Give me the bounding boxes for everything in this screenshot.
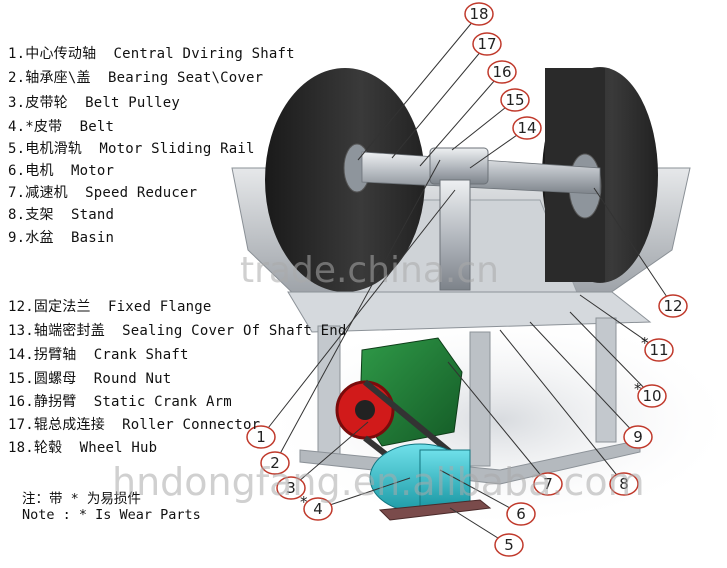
motor-sliding-rail	[378, 499, 492, 521]
callout-circle	[623, 425, 653, 449]
legend-item: 4.*皮带 Belt	[8, 119, 115, 135]
callout-circle	[658, 294, 688, 318]
callout-label: 4	[313, 500, 323, 518]
legend-item: 3.皮带轮 Belt Pulley	[8, 95, 181, 111]
callout-3: 3	[276, 476, 306, 500]
callout-1: 1	[246, 425, 276, 449]
note-en: Note : * Is Wear Parts	[22, 507, 201, 523]
legend-item: 16.静拐臂 Static Crank Arm	[8, 394, 232, 410]
callout-circle	[506, 502, 536, 526]
callout-12: 12	[658, 294, 688, 318]
stand-leg-right	[595, 317, 617, 443]
stand-leg-mid	[469, 331, 491, 467]
legend-item: 17.辊总成连接 Roller Connector	[8, 417, 261, 433]
callout-label: 6	[516, 505, 526, 523]
callout-circle	[246, 425, 276, 449]
wear-part-mark: *	[300, 493, 308, 511]
motor-body	[419, 449, 471, 507]
callout-circle	[533, 472, 563, 496]
pulley-hub	[355, 400, 375, 420]
callout-label: 3	[286, 479, 296, 497]
legend-item: 7.减速机 Speed Reducer	[8, 185, 198, 201]
callout-16: 16	[487, 60, 517, 84]
callout-circle	[260, 451, 290, 475]
stand-top	[287, 291, 652, 333]
callout-4: 4*	[300, 493, 333, 521]
callout-circle	[500, 88, 530, 112]
callout-11: 11*	[641, 334, 674, 362]
callout-14: 14	[512, 116, 542, 140]
callout-8: 8	[609, 472, 639, 496]
callout-circle	[637, 384, 667, 408]
callout-label: 10	[642, 387, 661, 405]
callout-circle	[494, 533, 524, 557]
left-roller	[265, 68, 425, 292]
central-shaft-head	[429, 147, 489, 185]
legend-item: 18.轮毂 Wheel Hub	[8, 440, 158, 456]
watermark-bottom: hndongfang.en.alibaba.com	[112, 460, 645, 504]
callout-label: 17	[477, 35, 496, 53]
legend-item: 1.中心传动轴 Central Dviring Shaft	[8, 46, 295, 62]
callout-label: 12	[663, 297, 682, 315]
callout-label: 9	[633, 428, 643, 446]
callout-label: 5	[504, 536, 514, 554]
callout-label: 11	[649, 341, 668, 359]
callout-circle	[464, 2, 494, 26]
wear-part-mark: *	[641, 334, 649, 352]
stand-leg-left	[317, 325, 341, 455]
callout-label: 15	[505, 91, 524, 109]
legend-item: 13.轴端密封盖 Sealing Cover Of Shaft End	[8, 323, 347, 339]
callout-label: 2	[270, 454, 280, 472]
legend-item: 14.拐臂轴 Crank Shaft	[8, 347, 189, 363]
watermark-center: trade.china.cn	[240, 250, 499, 291]
callout-7: 7	[533, 472, 563, 496]
callout-label: 14	[517, 119, 536, 137]
legend-item: 2.轴承座\盖 Bearing Seat\Cover	[8, 70, 264, 86]
callout-circle	[644, 338, 674, 362]
callout-label: 16	[492, 63, 511, 81]
legend-item: 6.电机 Motor	[8, 163, 115, 179]
callout-label: 18	[469, 5, 488, 23]
callout-label: 7	[543, 475, 553, 493]
callout-circle	[512, 116, 542, 140]
callout-2: 2	[260, 451, 290, 475]
callout-circle	[303, 497, 333, 521]
callout-15: 15	[500, 88, 530, 112]
callout-10: 10*	[634, 380, 667, 408]
legend-item: 15.圆螺母 Round Nut	[8, 371, 172, 387]
legend-item: 12.固定法兰 Fixed Flange	[8, 299, 212, 315]
legend-item: 5.电机滑轨 Motor Sliding Rail	[8, 141, 255, 157]
callout-label: 8	[619, 475, 629, 493]
callout-circle	[472, 32, 502, 56]
callout-17: 17	[472, 32, 502, 56]
callout-6: 6	[506, 502, 536, 526]
callout-circle	[276, 476, 306, 500]
wear-part-mark: *	[634, 380, 642, 398]
legend-item: 9.水盆 Basin	[8, 230, 115, 246]
callout-circle	[487, 60, 517, 84]
callout-18: 18	[464, 2, 494, 26]
callout-label: 1	[256, 428, 266, 446]
central-driving-shaft	[439, 179, 471, 291]
legend-item: 8.支架 Stand	[8, 207, 115, 223]
callout-lines	[260, 13, 674, 546]
callout-9: 9	[623, 425, 653, 449]
note-cn: 注：带 * 为易损件	[22, 491, 141, 507]
callout-circle	[609, 472, 639, 496]
callout-5: 5	[494, 533, 524, 557]
